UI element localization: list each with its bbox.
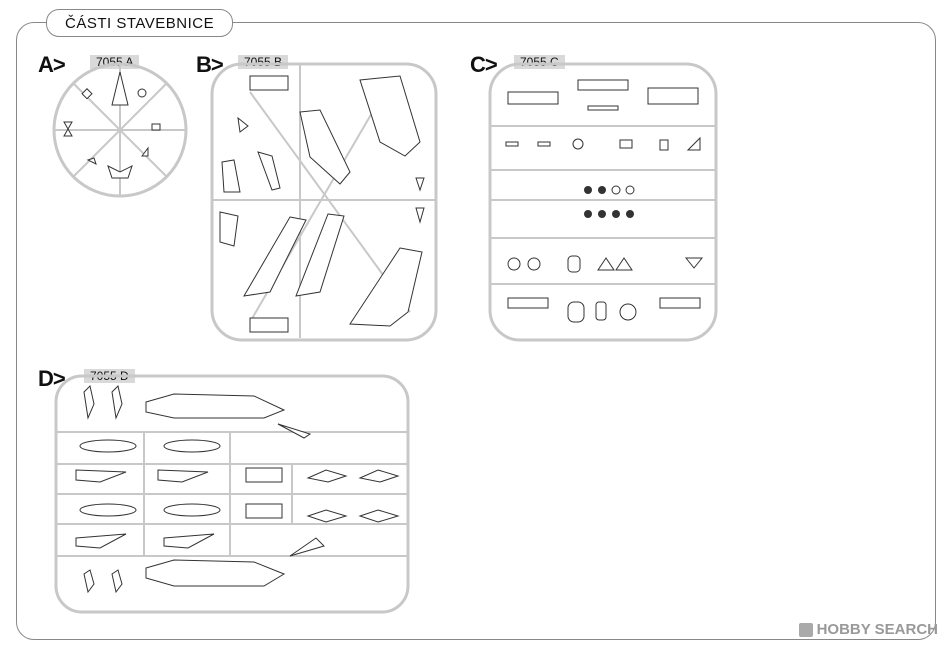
sprue-c-drawing	[488, 62, 718, 342]
watermark-text: HOBBY SEARCH	[816, 621, 938, 638]
hobby-search-logo-icon	[798, 622, 813, 637]
sprue-a-label: A>	[38, 52, 66, 77]
sprue-a-drawing	[52, 62, 188, 198]
page-title: ČÁSTI STAVEBNICE	[46, 9, 234, 37]
page-frame	[16, 22, 936, 640]
sprue-d-drawing	[54, 374, 410, 614]
sprue-c-label: C>	[470, 52, 498, 77]
watermark: HOBBY SEARCH	[798, 621, 938, 638]
sprue-b-drawing	[210, 62, 438, 342]
